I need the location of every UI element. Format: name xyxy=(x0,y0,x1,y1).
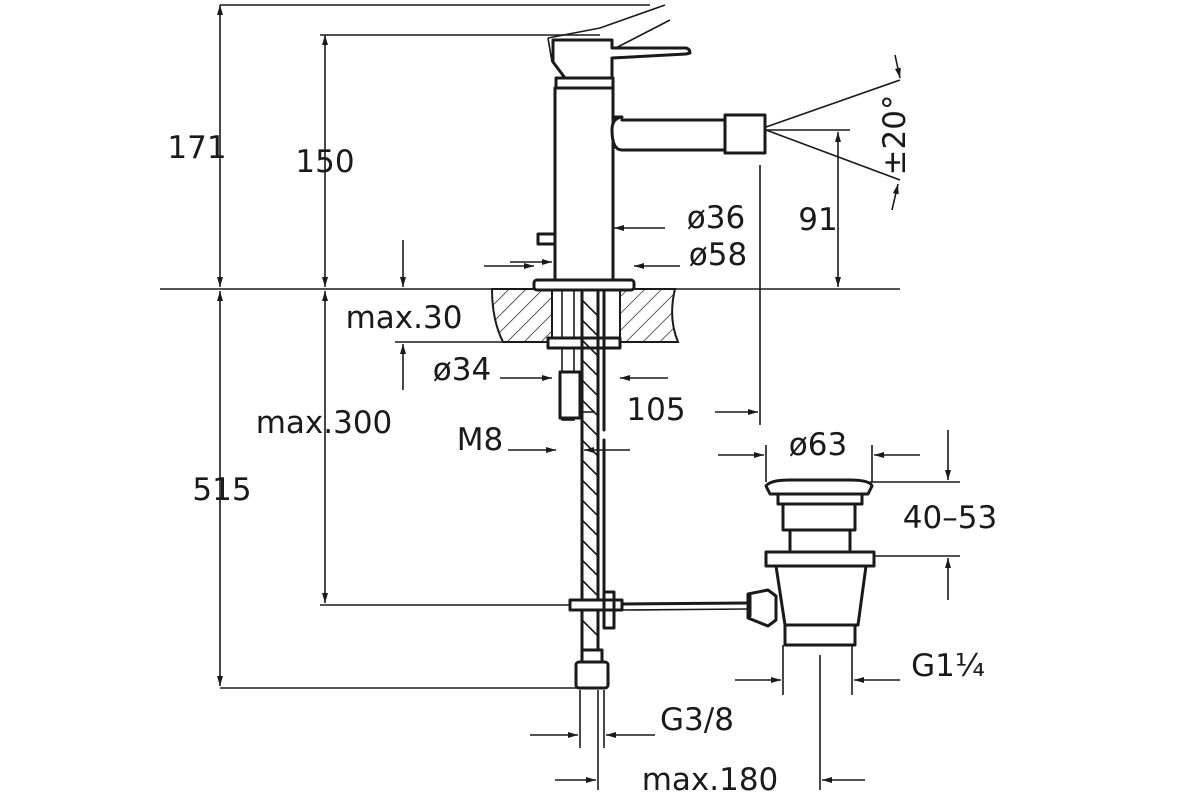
label-max-180: max.180 xyxy=(642,762,779,798)
waste-fitting xyxy=(746,478,876,647)
label-diameter-58: ø58 xyxy=(689,237,747,273)
hose-nut xyxy=(580,648,604,664)
label-spray-angle: ±20° xyxy=(877,95,913,176)
label-max-300: max.300 xyxy=(256,405,393,441)
label-m8: M8 xyxy=(457,422,503,458)
label-diameter-63: ø63 xyxy=(789,427,847,463)
fixing-stud xyxy=(561,289,575,421)
popup-linkage xyxy=(568,590,750,630)
label-g1-1-4: G1¼ xyxy=(911,648,985,684)
label-91: 91 xyxy=(798,202,837,238)
label-40-53: 40–53 xyxy=(903,500,997,536)
label-171: 171 xyxy=(167,130,226,166)
countertop-section xyxy=(490,288,680,343)
hose-connector xyxy=(574,660,610,690)
flexible-hoses xyxy=(574,290,610,690)
lever-handle xyxy=(551,38,692,80)
extension-lines xyxy=(160,4,960,790)
tap-body xyxy=(553,86,615,282)
label-105: 105 xyxy=(626,392,685,428)
base-flange xyxy=(532,278,636,292)
spout-aerator xyxy=(723,113,767,155)
label-diameter-34: ø34 xyxy=(433,352,491,388)
popup-rod xyxy=(536,232,557,246)
label-max-30: max.30 xyxy=(346,300,463,336)
label-diameter-36: ø36 xyxy=(687,200,745,236)
label-g3-8: G3/8 xyxy=(660,702,734,738)
dimension-labels: 171 150 91 ±20° ø36 ø58 max.30 ø34 105 M… xyxy=(167,95,997,798)
waste-plug xyxy=(764,478,874,496)
label-515: 515 xyxy=(192,472,251,508)
label-150: 150 xyxy=(295,144,354,180)
spout xyxy=(610,115,727,152)
fixing-nut xyxy=(558,370,582,420)
